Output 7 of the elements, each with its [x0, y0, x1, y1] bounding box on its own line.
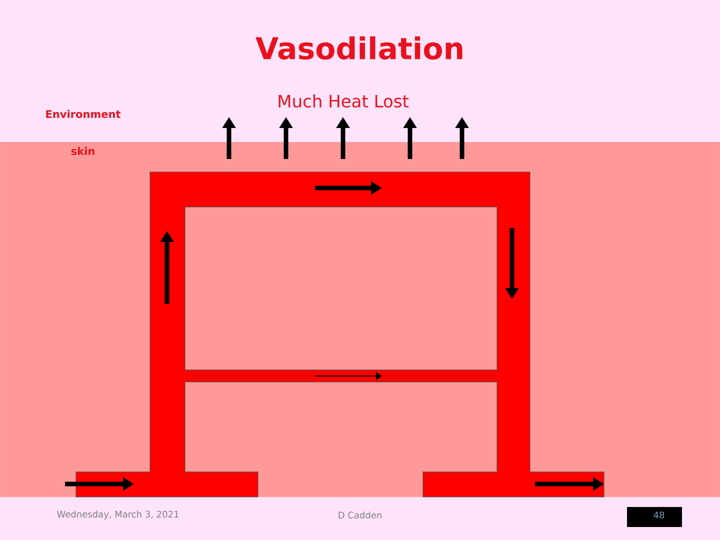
slide-number-badge: 48	[627, 506, 682, 527]
heat-loss-label: Much Heat Lost	[278, 94, 409, 108]
title: Vasodilation	[256, 36, 462, 60]
skin-label: skin	[71, 146, 94, 156]
footer-author: D Cadden	[338, 512, 382, 518]
footer-date: Wednesday, March 3, 2021	[57, 510, 178, 520]
environment-label: Environment	[46, 110, 121, 118]
